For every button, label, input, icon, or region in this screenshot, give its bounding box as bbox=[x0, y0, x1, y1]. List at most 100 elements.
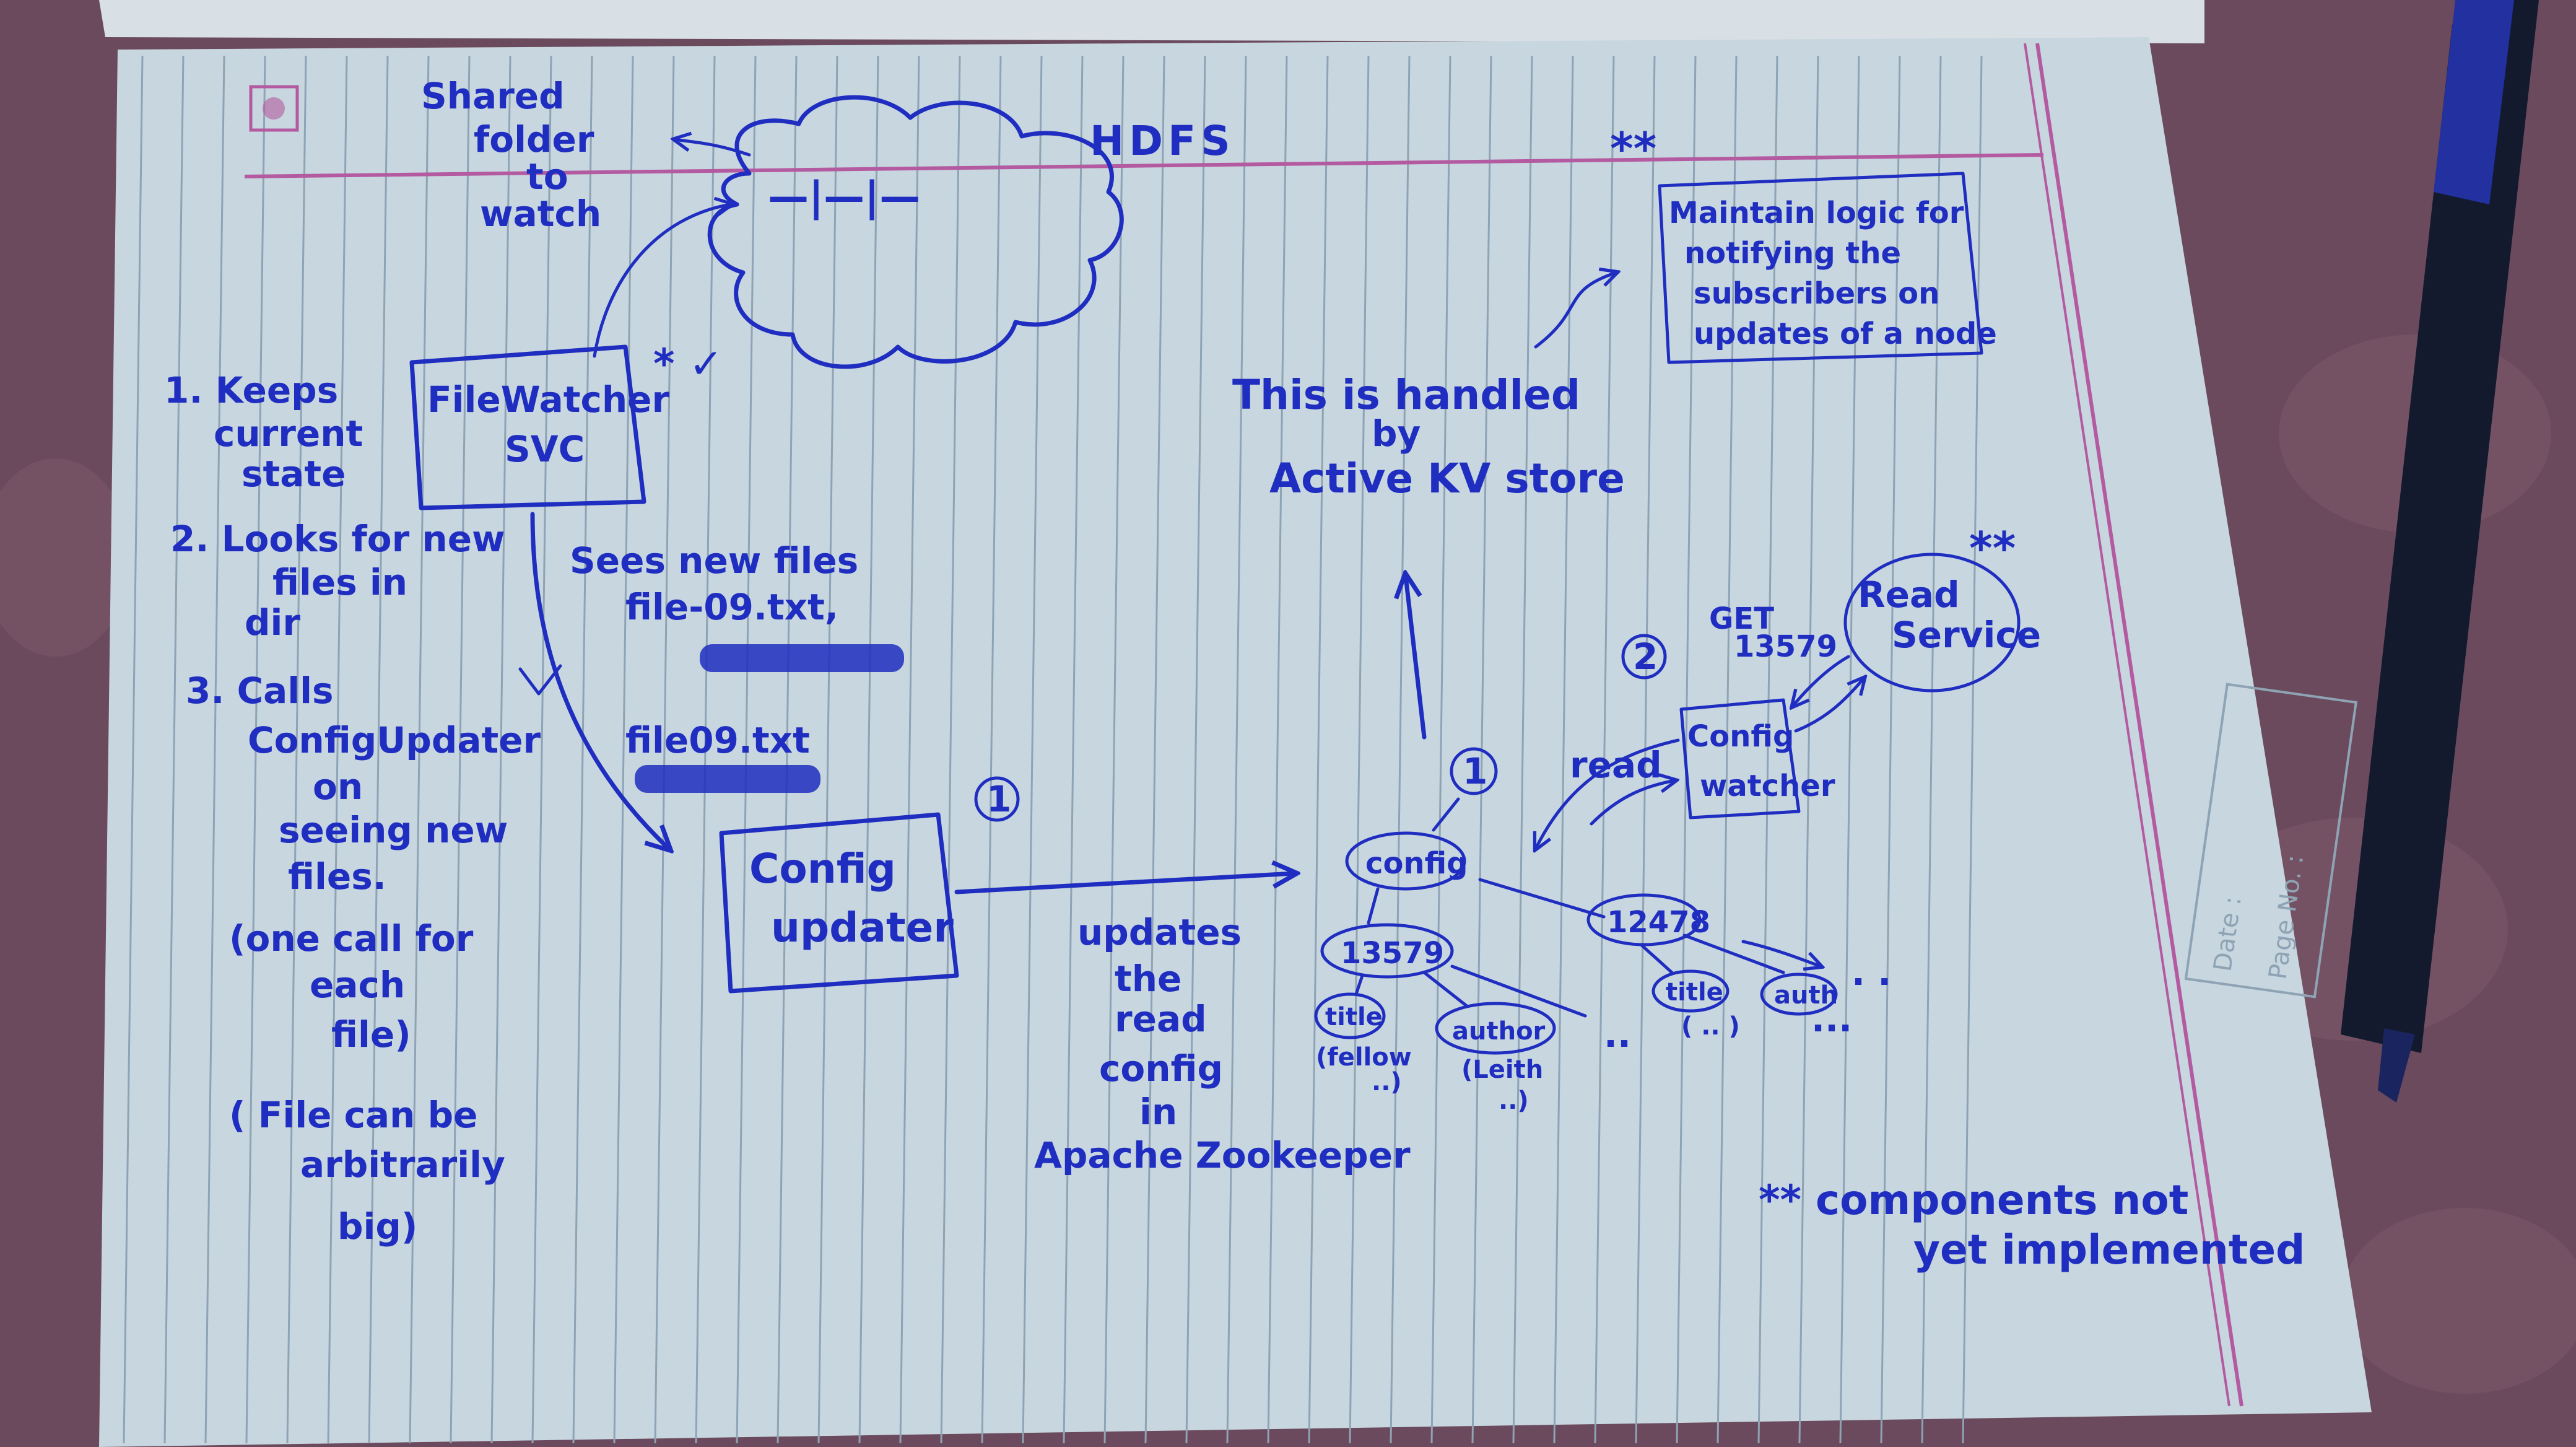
note1-line3: state bbox=[242, 453, 346, 495]
get-label-1: GET bbox=[1709, 601, 1774, 636]
tree-node-a-label: 13579 bbox=[1341, 936, 1444, 971]
service-to-watcher-arrow bbox=[1793, 655, 1850, 706]
tree-leaf-b2-label: auth bbox=[1774, 981, 1838, 1010]
read-service-line1: Read bbox=[1858, 574, 1960, 616]
ruled-line bbox=[123, 55, 144, 1444]
kv-line1: This is handled bbox=[1232, 371, 1580, 419]
tree-node-b-label: 12478 bbox=[1607, 905, 1710, 940]
kv-line2: by bbox=[1372, 413, 1421, 455]
tree-ellipsis-1: .. bbox=[1604, 1013, 1631, 1056]
maintain-line3: subscribers on bbox=[1694, 276, 1939, 311]
shared-folder-line1: Shared bbox=[421, 75, 565, 117]
updates-line2: the bbox=[1115, 958, 1181, 1000]
tree-edge-a-a2 bbox=[1422, 971, 1469, 1008]
top-margin-line bbox=[244, 153, 2044, 178]
ruled-line bbox=[858, 55, 879, 1444]
ruled-line bbox=[1267, 55, 1288, 1444]
note3-line5: files. bbox=[288, 855, 386, 898]
ruled-line bbox=[204, 55, 225, 1444]
ruled-line bbox=[777, 55, 798, 1444]
filewatcher-line1: FileWatcher bbox=[427, 378, 670, 421]
updates-line3: read bbox=[1115, 998, 1207, 1040]
tree-leaf-a1-note1: (fellow bbox=[1316, 1043, 1412, 1072]
ruled-line bbox=[1798, 55, 1819, 1444]
tree-leaf-b2 bbox=[1760, 973, 1838, 1016]
ruled-line bbox=[1226, 55, 1247, 1444]
logo-icon bbox=[263, 97, 285, 120]
arrow-tick-mark bbox=[518, 664, 562, 696]
config-watcher-line2: watcher bbox=[1700, 769, 1835, 803]
tree-root-label: config bbox=[1365, 846, 1468, 881]
tree-edge-root-a bbox=[1367, 887, 1380, 925]
step1-circle bbox=[974, 776, 1020, 822]
step2-label: 2 bbox=[1633, 636, 1658, 678]
config-up-arrow bbox=[1406, 576, 1427, 740]
tree-leaf-a2-note1: (Leith bbox=[1461, 1056, 1543, 1084]
note1-line1: 1. Keeps bbox=[164, 369, 338, 411]
tree-ellipsis-3: . . bbox=[1852, 951, 1891, 994]
ruled-line bbox=[940, 55, 961, 1444]
tree-root-node bbox=[1345, 831, 1466, 891]
note2-line2: files in bbox=[272, 561, 407, 603]
filewatcher-line2: SVC bbox=[505, 428, 585, 470]
tree-ellipsis-2: ... bbox=[1811, 998, 1852, 1040]
tree-leaf-a1-label: title bbox=[1325, 1003, 1383, 1031]
note2-line3: dir bbox=[245, 601, 300, 644]
tree-node-b bbox=[1586, 893, 1702, 946]
note3-line6: (one call for bbox=[229, 917, 474, 960]
config-updater-box bbox=[719, 812, 959, 994]
ruled-line bbox=[572, 55, 593, 1444]
ruled-line bbox=[817, 55, 838, 1444]
read-service-stars: ** bbox=[1969, 522, 2016, 574]
ruled-line bbox=[1921, 55, 1942, 1444]
get-label-2: 13579 bbox=[1734, 629, 1837, 664]
tree-edge-a-more bbox=[1450, 964, 1587, 1018]
page-behind bbox=[99, 0, 2204, 43]
filewatcher-mark: * ✓ bbox=[653, 340, 723, 388]
note2-line1: 2. Looks for new bbox=[170, 518, 505, 560]
scribbled-out-text-2 bbox=[635, 765, 820, 793]
ruled-line bbox=[899, 55, 920, 1444]
note3-line2: ConfigUpdater bbox=[248, 719, 541, 761]
config-watcher-box bbox=[1679, 698, 1801, 820]
updates-line4: config bbox=[1099, 1047, 1223, 1090]
right-margin-line bbox=[2035, 43, 2243, 1407]
left-notes: 1. Keeps current state 2. Looks for new … bbox=[164, 369, 541, 1248]
ruled-line bbox=[245, 55, 266, 1444]
ruled-line bbox=[1594, 55, 1615, 1444]
hdfs-label: HDFS bbox=[1090, 117, 1235, 165]
tree-edge-b-b2 bbox=[1682, 933, 1785, 974]
step2-circle bbox=[1621, 634, 1667, 680]
watcher-to-service-arrow bbox=[1794, 678, 1864, 733]
ruled-line bbox=[1185, 55, 1206, 1444]
ruled-line bbox=[1839, 55, 1860, 1444]
note3-line4: seeing new bbox=[279, 809, 508, 851]
notify-watcher-arrow bbox=[1590, 780, 1675, 826]
tree-edge-a-a1 bbox=[1354, 974, 1364, 996]
ruled-line bbox=[613, 55, 634, 1444]
pen-tip bbox=[2378, 1028, 2415, 1103]
cloud-inner-text: —|—|— bbox=[768, 173, 920, 221]
ruled-line bbox=[1553, 55, 1574, 1444]
note3-line3: on bbox=[313, 766, 363, 808]
updater-to-config-arrow bbox=[954, 873, 1294, 894]
footnote-line1: ** components not bbox=[1759, 1176, 2188, 1224]
pen-cap bbox=[2434, 0, 2514, 204]
ruled-line bbox=[490, 55, 511, 1444]
ruled-line bbox=[1430, 55, 1451, 1444]
ruled-line bbox=[531, 55, 552, 1444]
ruled-line bbox=[286, 55, 307, 1444]
tree-leaf-a2 bbox=[1435, 1002, 1556, 1055]
note1-line2: current bbox=[214, 413, 363, 455]
ruled-line bbox=[1717, 55, 1738, 1444]
read-label: read bbox=[1570, 744, 1662, 786]
ruled-line bbox=[163, 55, 185, 1444]
watcher-to-updater-arrow bbox=[530, 512, 669, 849]
step1b-label: 1 bbox=[1463, 750, 1487, 792]
ruled-line bbox=[1349, 55, 1370, 1444]
ruled-line bbox=[1103, 55, 1125, 1444]
note4-line1: ( File can be bbox=[229, 1094, 477, 1136]
read-service-line2: Service bbox=[1892, 614, 2041, 656]
tree-leaf-a1-note2: ..) bbox=[1372, 1068, 1402, 1096]
pen-body bbox=[2341, 0, 2539, 1053]
